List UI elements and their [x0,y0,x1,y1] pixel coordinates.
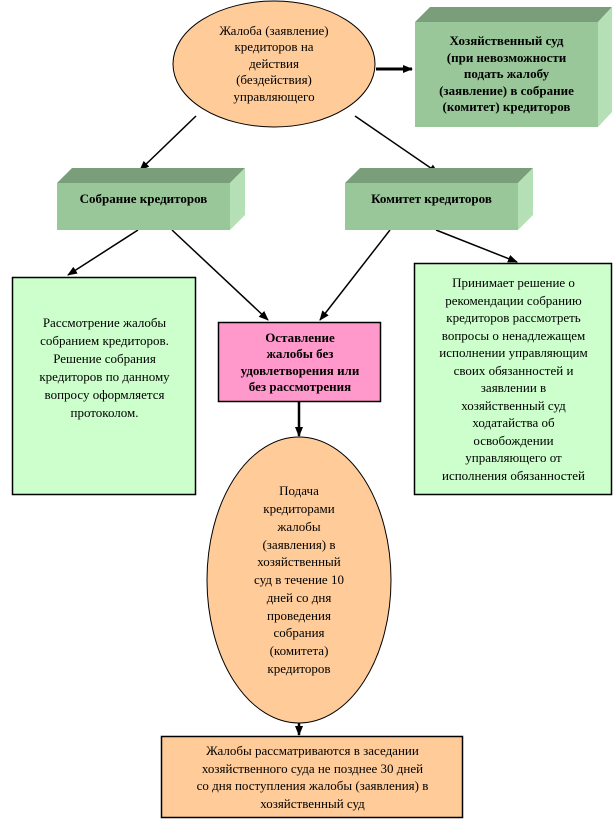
edge-complaint-to-meeting [139,115,197,171]
box-side-face [518,168,533,230]
box-front-face [415,22,598,127]
edges [67,65,518,736]
node-complaint-shape [172,0,376,128]
node-meeting-review-shape [11,276,197,496]
box-top-face [415,7,612,22]
box-front-face [57,183,230,230]
box-side-face [598,7,612,127]
node-creditors-committee-shape [345,168,533,230]
node-commercial-court-shape [415,7,612,127]
box-top-face [57,168,245,183]
node-court-filing-shape [206,436,392,724]
node-court-review-shape [160,735,464,819]
box-top-face [345,168,533,183]
box-side-face [230,168,245,230]
box-front-face [345,183,518,230]
edge-meeting-to-rejection [171,229,269,321]
node-creditors-meeting-shape [57,168,245,230]
edge-committee-to-decision [435,229,518,263]
edge-complaint-to-committee [354,115,439,174]
edge-committee-to-rejection [319,229,391,321]
edge-meeting-to-review [67,229,139,276]
node-rejection-shape [217,321,382,403]
node-committee-decision-shape [413,262,613,496]
